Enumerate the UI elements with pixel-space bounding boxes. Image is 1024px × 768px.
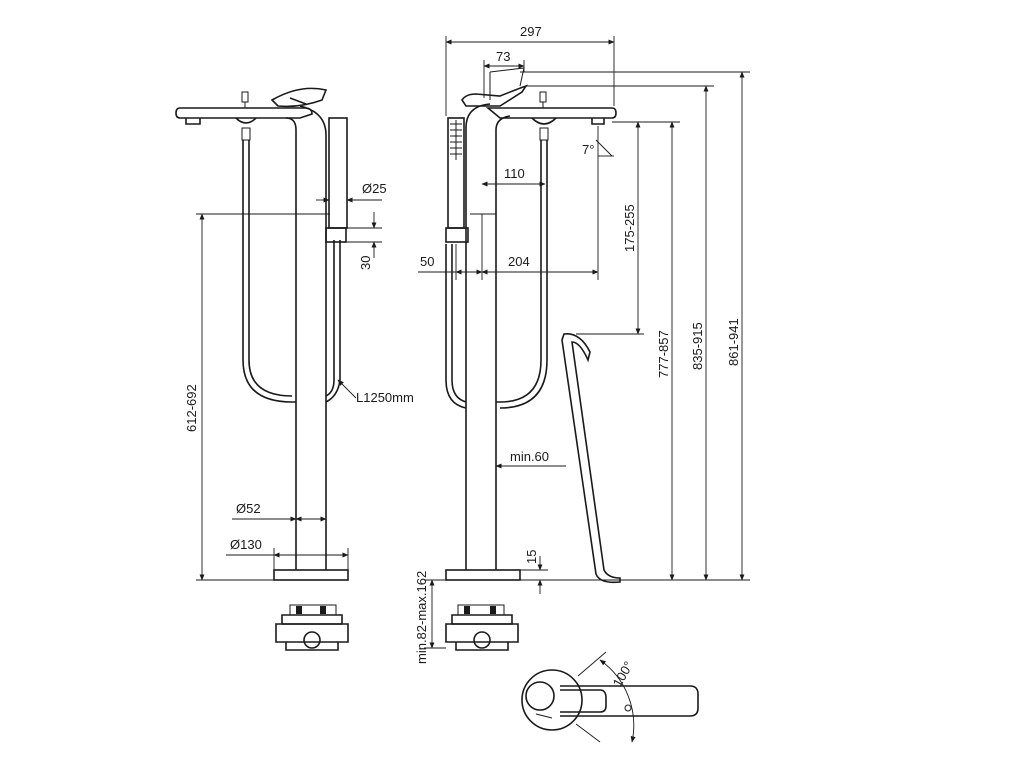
dim-holder-height: 30 bbox=[358, 256, 373, 270]
dim-holder-height-range: 612-692 bbox=[184, 384, 199, 432]
dim-hose-length: L1250mm bbox=[356, 390, 414, 405]
dim-handle-offset: 110 bbox=[504, 166, 525, 181]
front-view bbox=[445, 67, 621, 651]
front-view-dimensions: 297 73 110 50 204 7° 175-255 777-857 8 bbox=[414, 24, 750, 664]
dim-dia-base: Ø130 bbox=[230, 537, 262, 552]
dim-height-spout-top: 835-915 bbox=[690, 322, 705, 370]
dim-hand-shower-gap: 50 bbox=[420, 254, 434, 269]
dim-height-spout-outlet: 777-857 bbox=[656, 330, 671, 378]
dim-spout-tilt: 7° bbox=[582, 142, 594, 157]
dim-spout-drop: 175-255 bbox=[622, 204, 637, 252]
side-view bbox=[175, 87, 349, 651]
dim-width-overall: 297 bbox=[520, 24, 542, 39]
dim-spout-reach: 204 bbox=[508, 254, 530, 269]
dim-bath-clearance: min.60 bbox=[510, 449, 549, 464]
dim-base-thickness: 15 bbox=[524, 550, 539, 564]
dim-dia-column: Ø52 bbox=[236, 501, 261, 516]
dim-lever-rotation: 100° bbox=[610, 659, 636, 690]
side-view-dimensions: Ø25 30 612-692 L1250mm Ø52 Ø130 bbox=[184, 181, 414, 581]
dim-spout-offset: 73 bbox=[496, 49, 510, 64]
shower-head-grid bbox=[450, 120, 462, 160]
dim-dia-hand-shower: Ø25 bbox=[362, 181, 387, 196]
dim-floor-depth: min.82-max.162 bbox=[414, 571, 429, 664]
top-view: 100° bbox=[521, 651, 699, 743]
dim-height-overall: 861-941 bbox=[726, 318, 741, 366]
